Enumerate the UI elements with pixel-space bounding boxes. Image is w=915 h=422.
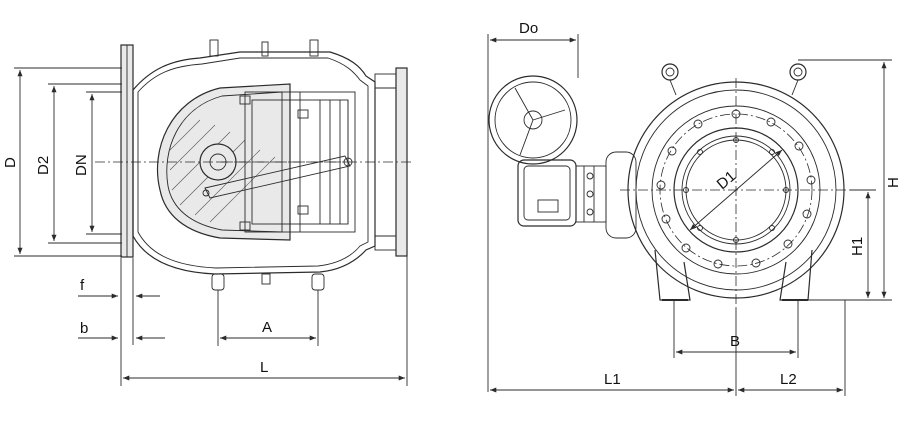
label-D2: D2 [35,156,52,175]
label-D1: D1 [714,168,740,193]
label-H1: H1 [849,237,866,256]
valve-body [132,51,376,275]
coupling [575,165,607,223]
label-D: D [2,157,19,168]
label-Do: Do [519,20,538,37]
label-B: B [730,333,740,350]
label-A: A [262,319,272,336]
lift-eye-left [661,63,679,81]
bolt-holes [656,109,816,269]
lift-eye-right [789,63,807,81]
label-L1: L1 [604,371,621,388]
leg-left [654,249,691,301]
label-f: f [80,277,85,294]
label-L2: L2 [780,371,797,388]
label-b: b [80,320,88,337]
leg-right [779,249,813,301]
side-section-view: D D2 DN f b A L [2,39,412,386]
handwheel [488,75,578,165]
label-L: L [260,359,268,376]
label-H: H [885,177,902,188]
gearbox [517,159,577,227]
end-view: Do D1 H H1 B L1 L2 [487,20,902,396]
label-DN: DN [73,154,90,176]
